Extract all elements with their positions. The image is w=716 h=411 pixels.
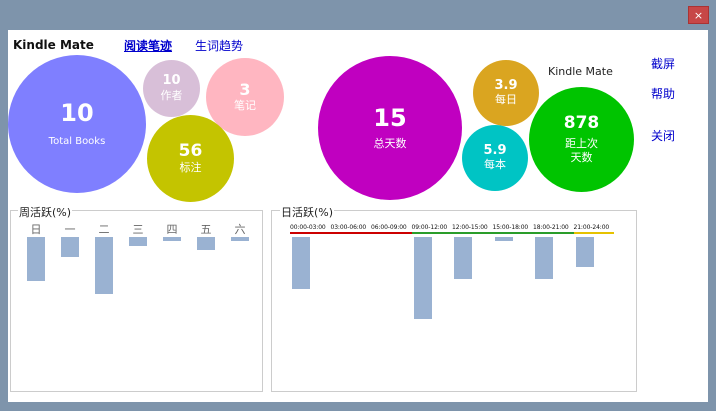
time-slot-label: 12:00-15:00 — [452, 224, 488, 231]
daily-avg-value: 3.9 — [494, 77, 518, 93]
time-slot-underline — [452, 232, 493, 234]
time-slot-label: 18:00-21:00 — [533, 224, 569, 231]
time-slot-label: 15:00-18:00 — [492, 224, 529, 231]
daily-activity-title: 日活跃(%) — [280, 204, 335, 220]
notes-value: 3 — [239, 80, 251, 100]
daily-activity-panel: 00:00-03:00 03:00-06:00 06:00-09:00 09:00-1… — [271, 210, 637, 392]
time-slot-underline — [411, 232, 452, 234]
highlights-label: 标注 — [179, 160, 202, 174]
weekday-label: 一 — [64, 223, 76, 236]
time-slot-underline — [330, 232, 371, 234]
time-slot-underline — [573, 232, 614, 234]
time-slot-underline — [371, 232, 412, 234]
bubble-authors: 10 作者 — [143, 60, 200, 117]
app-title: Kindle Mate — [13, 38, 94, 52]
brand-label: Kindle Mate — [548, 65, 613, 78]
authors-label: 作者 — [160, 88, 183, 102]
time-slot-label: 06:00-09:00 — [371, 224, 407, 231]
weekday-bar — [27, 237, 45, 281]
bubble-notes: 3 笔记 — [206, 58, 284, 136]
per-book-label: 每本 — [484, 158, 506, 172]
weekday-bar — [95, 237, 113, 295]
time-slot-bar — [292, 237, 310, 289]
weekly-activity-title: 周活跃(%) — [18, 204, 73, 220]
weekday-label: 六 — [234, 223, 246, 236]
weekday-label: 日 — [30, 223, 42, 236]
time-slot-underline — [533, 232, 574, 234]
time-slot-bar — [535, 237, 553, 279]
close-window-button[interactable]: × — [688, 6, 709, 24]
time-slot-underline — [290, 232, 331, 234]
total-books-label: Total Books — [48, 135, 106, 147]
weekday-bar — [61, 237, 79, 257]
close-button[interactable]: 关闭 — [651, 129, 676, 143]
weekday-label: 四 — [166, 223, 178, 236]
authors-value: 10 — [162, 73, 181, 89]
total-days-value: 15 — [373, 103, 407, 132]
bubble-total-days: 15 总天数 — [318, 56, 462, 200]
weekday-bar — [163, 237, 181, 242]
time-slot-label: 09:00-12:00 — [411, 224, 448, 231]
time-slot-bar — [454, 237, 472, 279]
weekday-bar — [231, 237, 249, 242]
time-slot-label: 21:00-24:00 — [573, 224, 610, 231]
weekday-bar — [197, 237, 215, 251]
screenshot-button[interactable]: 截屏 — [651, 57, 676, 71]
time-slot-bar — [575, 237, 594, 267]
time-slot-label: 00:00-03:00 — [290, 224, 326, 231]
time-slot-bar — [413, 237, 432, 319]
since-last-label-2: 天数 — [570, 150, 593, 164]
bubble-total-books: 10 Total Books — [8, 55, 146, 193]
nav-reading-notes[interactable]: 阅读笔迹 — [124, 39, 173, 53]
notes-label: 笔记 — [234, 98, 256, 112]
time-slot-bar — [494, 237, 513, 241]
weekday-bar — [129, 237, 147, 246]
weekday-label: 五 — [200, 223, 212, 236]
client-area: Kindle Mate 阅读笔迹 生词趋势 10 Total Books 10 … — [8, 30, 708, 402]
help-button[interactable]: 帮助 — [651, 87, 676, 101]
since-last-value: 878 — [563, 113, 600, 134]
per-book-value: 5.9 — [483, 142, 507, 158]
weekly-activity-panel: 日一二三四五六 — [10, 210, 263, 392]
bubble-since-last: 878 距上次 天数 — [529, 87, 634, 192]
nav-vocab-trend[interactable]: 生词趋势 — [195, 39, 244, 53]
bubble-highlights: 56 标注 — [147, 115, 234, 202]
bubble-daily-avg: 3.9 每日 — [473, 60, 539, 126]
weekday-label: 三 — [132, 223, 144, 236]
total-books-value: 10 — [60, 98, 94, 127]
since-last-label-1: 距上次 — [565, 137, 598, 151]
highlights-value: 56 — [178, 141, 203, 162]
daily-avg-label: 每日 — [495, 93, 517, 107]
time-slot-underline — [492, 232, 533, 234]
weekday-label: 二 — [98, 223, 110, 236]
bubble-per-book: 5.9 每本 — [462, 125, 528, 191]
time-slot-label: 03:00-06:00 — [330, 224, 367, 231]
total-days-label: 总天数 — [373, 137, 407, 151]
